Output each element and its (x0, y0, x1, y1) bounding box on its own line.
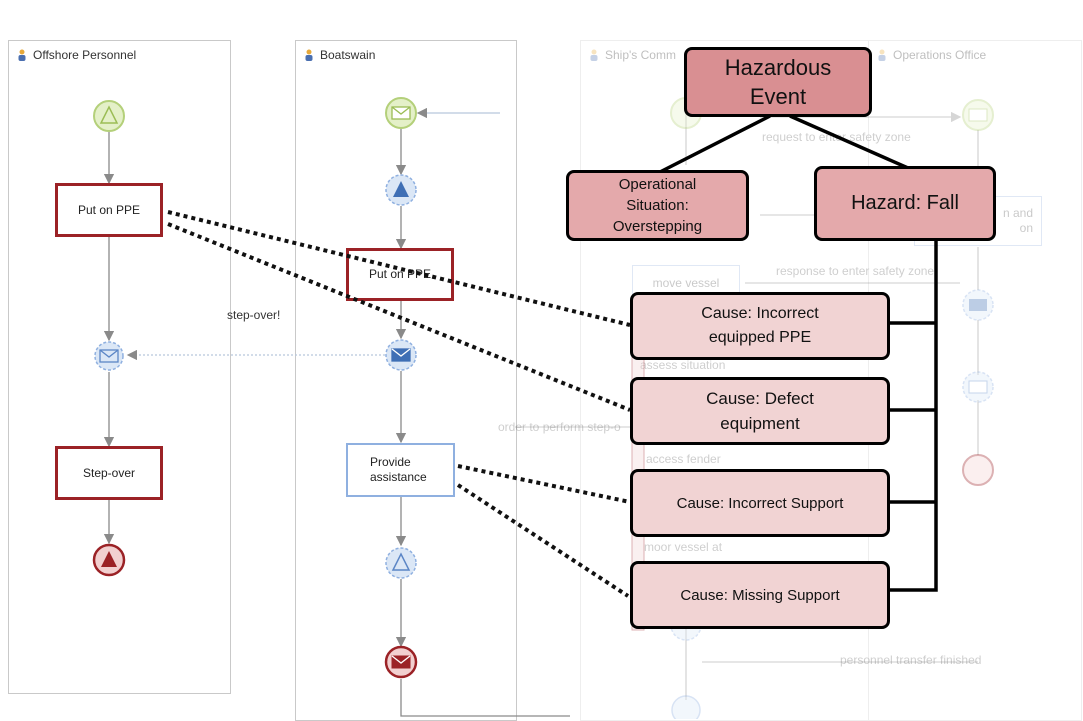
cause-incorrect-support: Cause: Incorrect Support (630, 469, 890, 537)
lane-title-ships-commander: Ship's Comm (605, 48, 676, 62)
person-icon (590, 49, 598, 61)
person-icon (878, 49, 886, 61)
cause-defect-equipment: Cause: Defect equipment (630, 377, 890, 445)
task-put-on-ppe-boatswain[interactable]: Put on PPE (346, 248, 454, 301)
person-icon (18, 49, 26, 61)
task-moor-vessel: moor vessel at (644, 540, 723, 554)
lane-operations-office: Operations Office (868, 40, 1082, 721)
lane-title-operations-office: Operations Office (893, 48, 987, 62)
flow-label-response-safety-zone: response to enter safety zone (776, 264, 935, 278)
hazard-fall-box: Hazard: Fall (814, 166, 996, 241)
lane-title-boatswain: Boatswain (320, 48, 376, 62)
cause-incorrect-equipped-ppe: Cause: Incorrect equipped PPE (630, 292, 890, 360)
task-step-over[interactable]: Step-over (55, 446, 163, 500)
operational-situation-box: Operational Situation: Overstepping (566, 170, 749, 241)
task-access-fender: access fender (646, 452, 721, 466)
flow-label-transfer-finished: personnel transfer finished (840, 653, 982, 667)
flow-label-step-over: step-over! (227, 308, 281, 322)
lane-boatswain: Boatswain (295, 40, 517, 721)
person-icon (305, 49, 313, 61)
task-put-on-ppe-offshore[interactable]: Put on PPE (55, 183, 163, 237)
task-provide-assistance[interactable]: Provide assistance (346, 443, 455, 497)
lane-title-offshore-personnel: Offshore Personnel (33, 48, 137, 62)
task-assess-situation: assess situation (640, 358, 726, 372)
hazardous-event-box: Hazardous Event (684, 47, 872, 117)
flow-label-order-to-perform: order to perform step-o (498, 420, 621, 434)
cause-missing-support: Cause: Missing Support (630, 561, 890, 629)
